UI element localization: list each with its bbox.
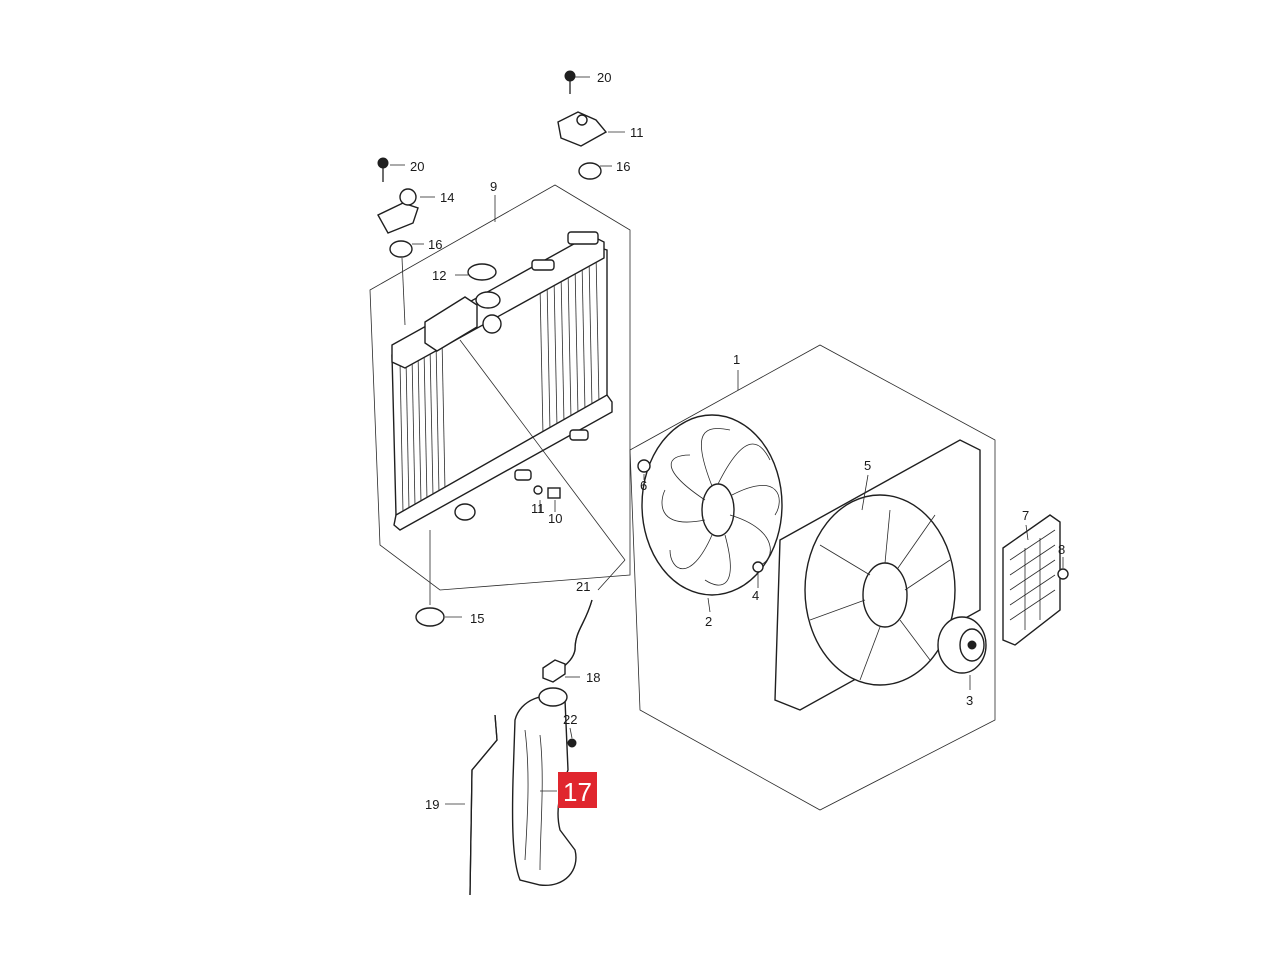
leader-lines bbox=[390, 76, 1064, 805]
drain-gasket bbox=[533, 485, 543, 495]
radiator-cap bbox=[467, 263, 497, 281]
grille-screw bbox=[1057, 568, 1069, 580]
part-label-16-left: 16 bbox=[428, 237, 442, 252]
fan-motor bbox=[937, 616, 987, 674]
part-label-19: 19 bbox=[425, 797, 439, 812]
part-label-16-upper: 16 bbox=[616, 159, 630, 174]
part-label-21: 21 bbox=[576, 579, 590, 594]
part-label-20-left: 20 bbox=[410, 159, 424, 174]
part-label-5: 5 bbox=[864, 458, 871, 473]
cushion-right bbox=[578, 162, 602, 180]
part-label-18: 18 bbox=[586, 670, 600, 685]
part-label-3: 3 bbox=[966, 693, 973, 708]
overflow-hose bbox=[559, 599, 593, 671]
part-label-10: 10 bbox=[548, 511, 562, 526]
part-label-4: 4 bbox=[752, 588, 759, 603]
upper-mount-right bbox=[557, 111, 608, 147]
part-label-14: 14 bbox=[440, 190, 454, 205]
part-label-6: 6 bbox=[640, 478, 647, 493]
fan-grille bbox=[1002, 514, 1061, 646]
part-label-9: 9 bbox=[490, 179, 497, 194]
highlight-box-17[interactable] bbox=[558, 772, 597, 808]
cushion-left bbox=[389, 240, 413, 258]
part-label-8: 8 bbox=[1058, 542, 1065, 557]
bolt-left bbox=[377, 157, 389, 182]
reservoir-cap bbox=[542, 659, 566, 683]
part-label-1: 1 bbox=[733, 352, 740, 367]
cushion-lower bbox=[415, 607, 445, 627]
highlight-label-17: 17 bbox=[563, 777, 592, 807]
shroud-screw bbox=[752, 561, 764, 573]
drain-plug bbox=[547, 487, 561, 499]
fan-nut bbox=[637, 459, 651, 473]
part-label-7: 7 bbox=[1022, 508, 1029, 523]
bolt-right bbox=[564, 70, 576, 94]
radiator bbox=[391, 231, 613, 531]
upper-mount-left bbox=[377, 188, 419, 234]
part-label-13: 11 bbox=[630, 125, 644, 140]
drain-hose bbox=[469, 714, 498, 896]
fan-blade bbox=[641, 414, 783, 596]
reservoir-bolt bbox=[567, 738, 577, 748]
part-label-11: 11 bbox=[531, 501, 545, 516]
radiator-group-frame bbox=[369, 184, 631, 591]
fan-shroud bbox=[774, 439, 981, 711]
part-label-15: 15 bbox=[470, 611, 484, 626]
part-label-20-upper: 20 bbox=[597, 70, 611, 85]
fan-group-frame bbox=[629, 344, 996, 811]
part-label-22: 22 bbox=[563, 712, 577, 727]
part-label-2: 2 bbox=[705, 614, 712, 629]
part-label-12: 12 bbox=[432, 268, 446, 283]
